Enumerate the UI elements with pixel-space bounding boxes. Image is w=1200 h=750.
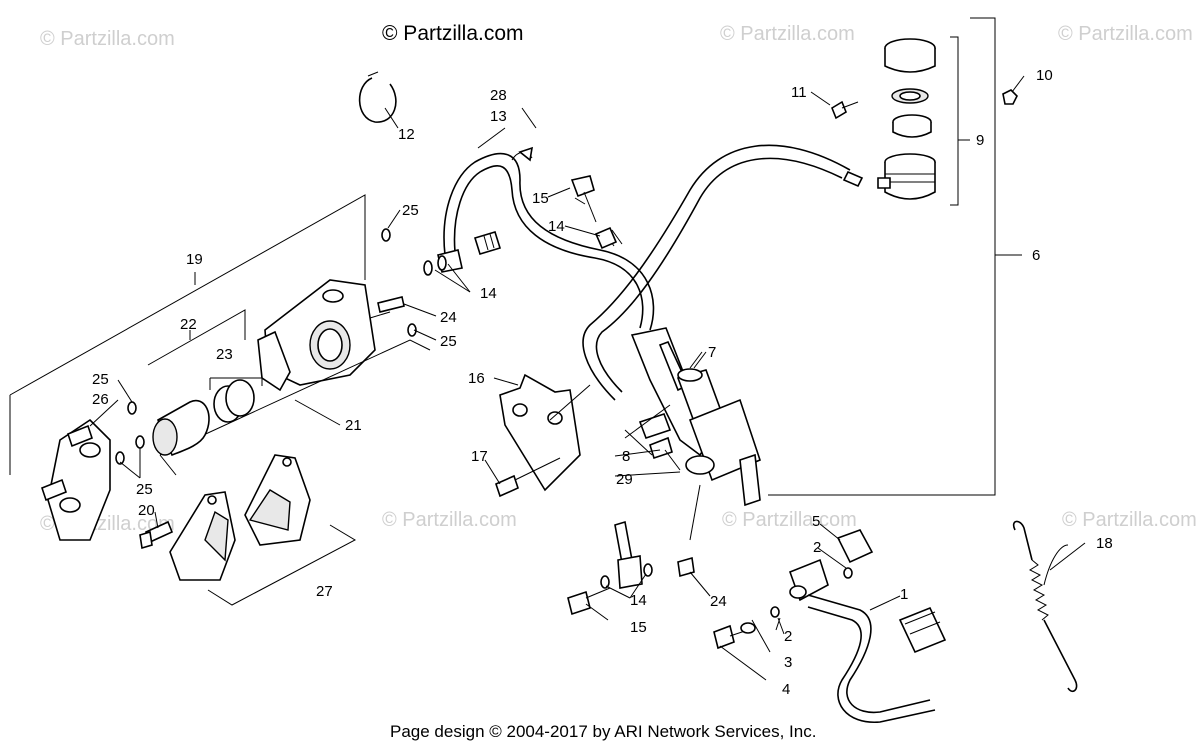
brake-pads bbox=[169, 454, 357, 606]
callout-14-middle: 14 bbox=[480, 285, 497, 302]
callout-3: 3 bbox=[784, 654, 792, 671]
callout-6: 6 bbox=[1032, 247, 1040, 264]
callout-14-upper: 14 bbox=[548, 218, 565, 235]
callout-22: 22 bbox=[180, 316, 197, 333]
callout-17: 17 bbox=[471, 448, 488, 465]
callout-25-left: 25 bbox=[92, 371, 109, 388]
callout-5: 5 bbox=[812, 513, 820, 530]
callout-18: 18 bbox=[1096, 535, 1113, 552]
callout-8: 8 bbox=[622, 448, 630, 465]
brake-pedal bbox=[713, 529, 947, 723]
callout-4: 4 bbox=[782, 681, 790, 698]
watermark-main: © Partzilla.com bbox=[382, 22, 524, 45]
callout-29: 29 bbox=[616, 471, 633, 488]
callout-labels: 1 2 2 3 4 5 6 7 8 9 10 11 12 13 14 14 14… bbox=[92, 67, 1113, 698]
watermark-top-far-right: © Partzilla.com bbox=[1058, 23, 1193, 45]
leader-lines bbox=[89, 107, 1086, 635]
callout-28: 28 bbox=[490, 87, 507, 104]
callout-25-bottom: 25 bbox=[136, 481, 153, 498]
callout-11: 11 bbox=[791, 84, 807, 101]
callout-15-upper: 15 bbox=[532, 190, 549, 207]
reservoir-assembly bbox=[768, 17, 1025, 496]
watermark-top-right: © Partzilla.com bbox=[720, 23, 855, 45]
callout-16: 16 bbox=[468, 370, 485, 387]
pedal-mount bbox=[495, 373, 681, 498]
callout-26: 26 bbox=[92, 391, 109, 408]
callout-2-lower: 2 bbox=[784, 628, 792, 645]
master-cylinder bbox=[624, 327, 761, 507]
callout-15-lower: 15 bbox=[630, 619, 647, 636]
return-spring bbox=[1012, 520, 1078, 692]
callout-2-upper: 2 bbox=[813, 539, 821, 556]
circlip bbox=[358, 77, 397, 123]
upper-banjo-hardware bbox=[423, 175, 623, 276]
callout-12: 12 bbox=[398, 126, 415, 143]
brake-hose bbox=[437, 146, 655, 331]
reservoir-hose bbox=[582, 144, 851, 401]
watermark-mid-center: © Partzilla.com bbox=[382, 509, 517, 531]
watermark-mid-far-right: © Partzilla.com bbox=[1062, 509, 1197, 531]
callout-20: 20 bbox=[138, 502, 155, 519]
callout-9: 9 bbox=[976, 132, 984, 149]
watermark-top-left: © Partzilla.com bbox=[40, 28, 175, 50]
callout-27: 27 bbox=[316, 583, 333, 600]
watermark-mid-right: © Partzilla.com bbox=[722, 509, 857, 531]
callout-21: 21 bbox=[345, 417, 362, 434]
callout-10: 10 bbox=[1036, 67, 1053, 84]
lower-banjo-hardware bbox=[567, 484, 701, 616]
callout-23: 23 bbox=[216, 346, 233, 363]
callout-13: 13 bbox=[490, 108, 507, 125]
callout-14-lower: 14 bbox=[630, 592, 647, 609]
callout-24-upper: 24 bbox=[440, 309, 457, 326]
callout-7: 7 bbox=[708, 344, 716, 361]
callout-25-right: 25 bbox=[440, 333, 457, 350]
callout-24-lower: 24 bbox=[710, 593, 727, 610]
footer-credit: Page design © 2004-2017 by ARI Network S… bbox=[390, 722, 816, 741]
callout-19: 19 bbox=[186, 251, 203, 268]
callout-1: 1 bbox=[900, 586, 908, 603]
watermark-group: © Partzilla.com © Partzilla.com © Partzi… bbox=[40, 22, 1197, 535]
callout-25-top: 25 bbox=[402, 202, 419, 219]
